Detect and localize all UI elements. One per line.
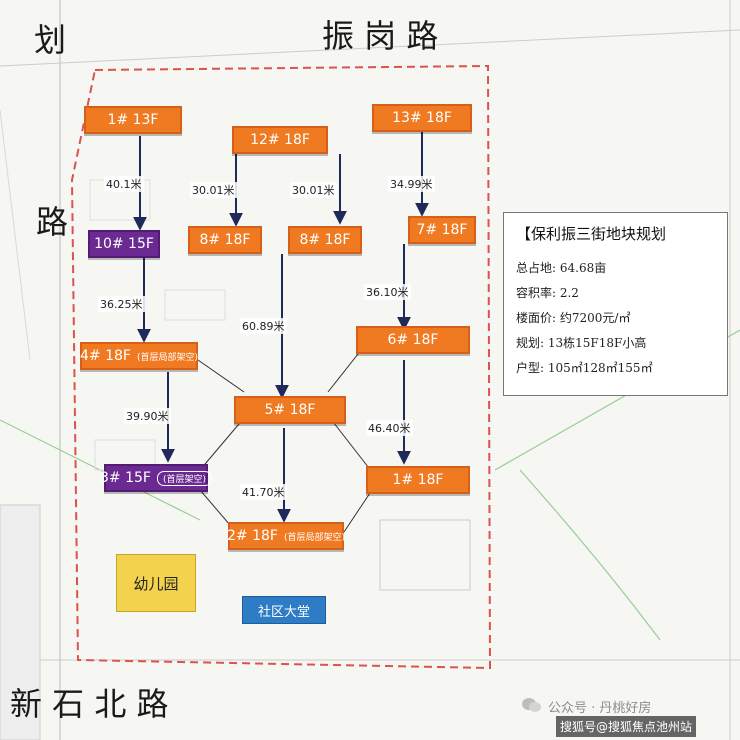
distance-label: 40.1米 — [104, 176, 144, 192]
wechat-icon — [522, 698, 541, 712]
building-note: (首层架空) — [156, 470, 212, 486]
building-label: 6# 18F — [387, 332, 439, 348]
building-6[interactable]: 6# 18F — [356, 326, 470, 354]
info-row: 楼面价: 约7200元/㎡ — [516, 311, 631, 325]
distance-label: 41.70米 — [240, 484, 287, 500]
kindergarten[interactable]: 幼儿园 — [116, 554, 196, 612]
building-label: 8# 18F — [199, 232, 251, 248]
building-13[interactable]: 13# 18F — [372, 104, 472, 132]
distance-label: 34.99米 — [388, 176, 435, 192]
building-label: 5# 18F — [264, 402, 316, 418]
distance-label: 36.10米 — [364, 284, 411, 300]
info-title: 【保利振三街地块规划 — [516, 225, 667, 243]
building-10[interactable]: 10# 15F — [88, 230, 160, 258]
building-8-east[interactable]: 8# 18F — [288, 226, 362, 254]
building-5[interactable]: 5# 18F — [234, 396, 346, 424]
road-label-left-mid: 路 — [36, 203, 69, 241]
building-7[interactable]: 7# 18F — [408, 216, 476, 244]
info-row: 规划: 13栋15F18F小高 — [516, 336, 647, 350]
distance-label: 46.40米 — [366, 420, 413, 436]
project-info-card: 【保利振三街地块规划 总占地: 64.68亩 容积率: 2.2 楼面价: 约72… — [503, 212, 728, 396]
info-row: 总占地: 64.68亩 — [516, 261, 607, 275]
community-hall[interactable]: 社区大堂 — [242, 596, 326, 624]
building-note: (首层局部架空) — [283, 532, 345, 543]
building-label: 2# 18F — [227, 528, 278, 544]
building-label: 7# 18F — [416, 222, 468, 238]
building-3[interactable]: 3# 15F (首层架空) — [100, 464, 212, 492]
building-2[interactable]: 2# 18F (首层局部架空) — [227, 522, 345, 550]
distance-label: 36.25米 — [98, 296, 145, 312]
building-8-west[interactable]: 8# 18F — [188, 226, 262, 254]
distance-label: 30.01米 — [290, 182, 337, 198]
road-label-left-top: 划 — [34, 21, 67, 59]
road-label-bottom: 新 石 北 路 — [10, 685, 169, 723]
building-label: 8# 18F — [299, 232, 351, 248]
road-label-top: 振 岗 路 — [322, 17, 439, 55]
building-1-north[interactable]: 1# 13F — [84, 106, 182, 134]
distance-label: 30.01米 — [190, 182, 237, 198]
building-1-south[interactable]: 1# 18F — [366, 466, 470, 494]
building-label: 1# 18F — [392, 472, 444, 488]
info-row: 容积率: 2.2 — [516, 286, 579, 300]
building-label: 1# 13F — [107, 112, 159, 128]
distance-label: 39.90米 — [124, 408, 171, 424]
watermark-source: 搜狐号@搜狐焦点池州站 — [556, 716, 697, 737]
building-4[interactable]: 4# 18F (首层局部架空) — [80, 342, 198, 370]
building-label: 10# 15F — [94, 236, 154, 252]
building-label: 12# 18F — [250, 132, 310, 148]
distance-label: 60.89米 — [240, 318, 287, 334]
building-label: 3# 15F — [100, 470, 151, 486]
building-note: (首层局部架空) — [136, 352, 198, 363]
watermark-account: 公众号 · 丹桃好房 — [548, 701, 652, 716]
building-label: 13# 18F — [392, 110, 452, 126]
building-label: 4# 18F — [80, 348, 131, 364]
building-12[interactable]: 12# 18F — [232, 126, 328, 154]
info-row: 户型: 105㎡128㎡155㎡ — [516, 361, 653, 375]
